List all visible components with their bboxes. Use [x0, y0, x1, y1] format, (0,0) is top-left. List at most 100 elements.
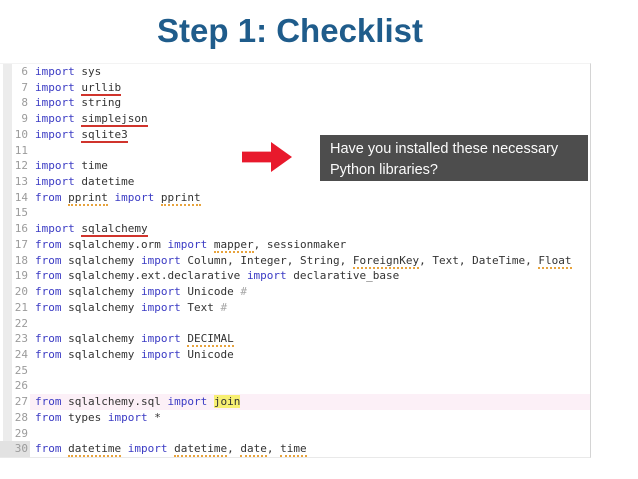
- code-text: [30, 426, 590, 442]
- code-token: urllib: [81, 80, 122, 96]
- code-token: sqlalchemy.sql: [61, 395, 168, 409]
- code-token: import: [246, 269, 287, 283]
- code-text: from sqlalchemy import Unicode #: [30, 284, 590, 300]
- code-token: sqlalchemy: [61, 332, 141, 346]
- code-text: from datetime import datetime, date, tim…: [30, 441, 590, 458]
- code-text: import simplejson: [30, 111, 590, 128]
- code-token: import: [35, 127, 75, 141]
- code-token: datetime: [74, 175, 135, 189]
- code-token: simplejson: [81, 112, 148, 128]
- code-token: from: [35, 237, 62, 251]
- code-text: import time: [30, 158, 590, 174]
- code-line: 29: [0, 425, 590, 442]
- code-text: import sqlalchemy: [30, 221, 590, 238]
- code-text: [30, 378, 590, 394]
- line-number: 7: [0, 79, 30, 96]
- line-number: 29: [0, 425, 30, 442]
- line-number: 24: [0, 346, 30, 363]
- code-token: from: [35, 442, 62, 456]
- line-number: 9: [0, 111, 30, 127]
- code-token: Text: [180, 300, 221, 314]
- code-token: types: [61, 410, 108, 424]
- code-token: import: [140, 300, 181, 314]
- line-number: 18: [0, 252, 30, 269]
- code-token: import: [114, 190, 155, 204]
- code-token: import: [140, 347, 181, 361]
- code-token: import: [140, 285, 181, 299]
- code-token: pprint: [68, 190, 108, 206]
- line-number: 14: [0, 189, 30, 206]
- line-number: 22: [0, 315, 30, 332]
- code-text: import sys: [30, 64, 590, 80]
- line-number: 6: [0, 64, 30, 80]
- code-line: 11: [0, 142, 590, 159]
- line-number: 12: [0, 158, 30, 175]
- code-token: [154, 191, 161, 204]
- code-text: from sqlalchemy.orm import mapper, sessi…: [30, 237, 590, 253]
- code-token: from: [35, 190, 62, 204]
- code-token: DECIMAL: [187, 332, 234, 348]
- code-token: date: [240, 442, 267, 458]
- code-line: 15: [0, 205, 590, 222]
- line-number: 21: [0, 299, 30, 316]
- code-token: sys: [74, 65, 102, 78]
- code-token: join: [213, 395, 241, 409]
- code-text: from types import *: [30, 410, 590, 426]
- code-token: datetime: [174, 442, 228, 458]
- code-token: import: [35, 222, 75, 236]
- line-number: 16: [0, 221, 30, 237]
- code-token: ,: [227, 442, 241, 456]
- code-token: sqlalchemy: [61, 347, 141, 361]
- line-number: 30: [0, 441, 30, 457]
- code-token: from: [35, 347, 62, 361]
- code-token: import: [167, 237, 208, 251]
- code-token: [108, 191, 115, 204]
- code-token: pprint: [160, 190, 201, 206]
- code-token: , Text, DateTime,: [419, 253, 539, 267]
- callout-text: Have you installed these necessary Pytho…: [330, 141, 559, 178]
- code-token: sqlalchemy.orm: [61, 237, 168, 251]
- line-number: 11: [0, 142, 30, 159]
- code-token: Unicode: [180, 347, 234, 361]
- line-number: 25: [0, 362, 30, 379]
- code-token: ForeignKey: [352, 253, 420, 269]
- line-number: 8: [0, 95, 30, 112]
- line-number: 10: [0, 126, 30, 143]
- code-token: sqlite3: [81, 127, 128, 143]
- code-text: from pprint import pprint: [30, 190, 590, 206]
- code-text: from sqlalchemy.sql import join: [30, 394, 590, 410]
- code-text: from sqlalchemy import Unicode: [30, 347, 590, 363]
- code-token: string: [74, 96, 122, 110]
- code-token: import: [35, 65, 75, 78]
- code-text: from sqlalchemy import DECIMAL: [30, 331, 590, 348]
- code-line: 26: [0, 378, 590, 395]
- code-line: 10 import sqlite3: [0, 126, 590, 143]
- code-token: from: [35, 332, 62, 346]
- code-token: ,: [266, 442, 281, 456]
- code-token: from: [35, 410, 62, 424]
- code-line: 25: [0, 362, 590, 379]
- code-text: import datetime: [30, 174, 590, 190]
- code-token: declarative_base: [286, 269, 400, 283]
- code-token: sqlalchemy: [61, 285, 141, 299]
- code-text: [30, 363, 590, 379]
- line-number: 27: [0, 394, 30, 410]
- line-number: 23: [0, 331, 30, 347]
- code-token: import: [127, 442, 168, 456]
- code-token: #: [220, 300, 228, 314]
- line-number: 19: [0, 268, 30, 285]
